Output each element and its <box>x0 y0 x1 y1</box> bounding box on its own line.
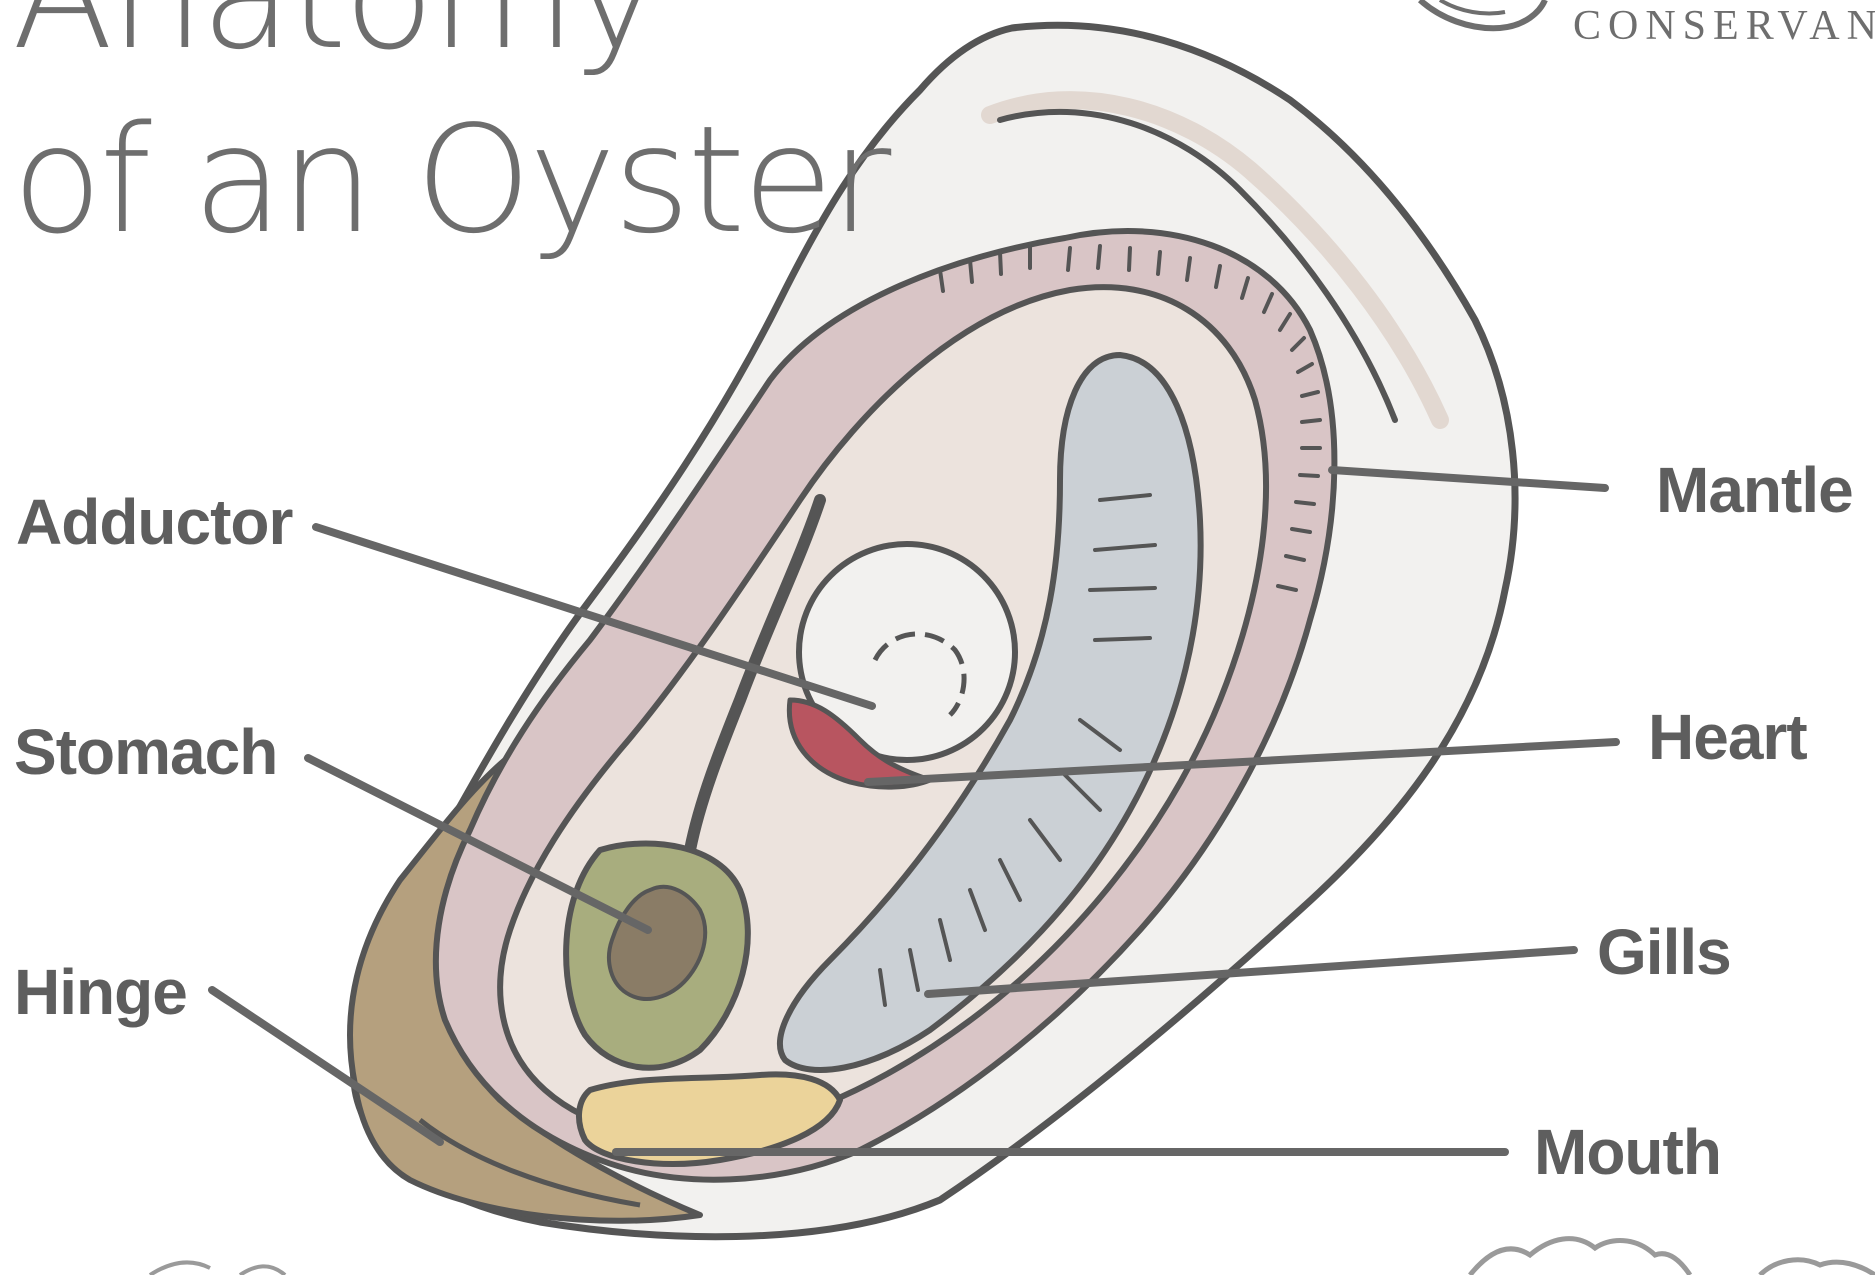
logo-oyster-icon-inner <box>1440 0 1505 14</box>
rocks-left <box>150 1262 285 1275</box>
label-mantle: Mantle <box>1656 458 1853 522</box>
label-heart: Heart <box>1648 705 1807 769</box>
label-adductor: Adductor <box>16 490 292 554</box>
title-line-1: Anatomy <box>12 0 657 70</box>
label-stomach: Stomach <box>14 720 277 784</box>
rocks-right <box>1470 1239 1875 1275</box>
label-gills: Gills <box>1597 920 1731 984</box>
label-mouth: Mouth <box>1534 1120 1721 1184</box>
label-hinge: Hinge <box>14 960 187 1024</box>
logo-text: CONSERVAN <box>1573 2 1875 50</box>
title-line-2: of an Oyster <box>12 106 888 254</box>
